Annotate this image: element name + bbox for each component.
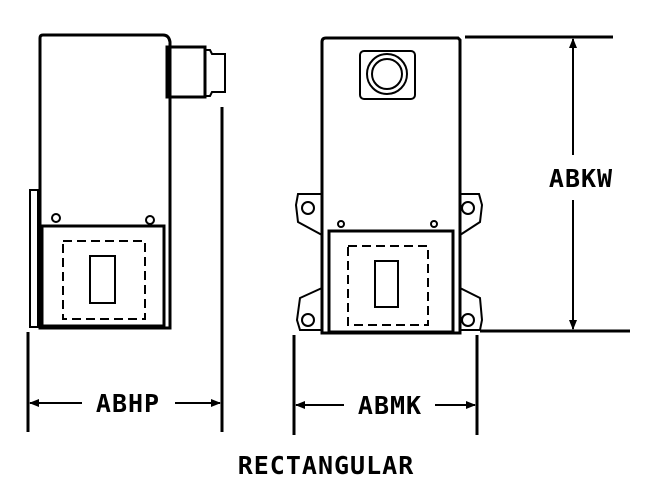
dimension-label-abhp: ABHP [96,389,160,418]
dimension-abkw: ABKW [465,35,630,333]
dimension-label-abmk: ABMK [358,391,422,420]
side-view-unit [29,33,226,330]
dimension-abmk: ABMK [292,335,479,435]
dimension-label-abkw: ABKW [549,164,613,193]
caption: RECTANGULAR [238,451,415,480]
front-view-unit [294,36,484,335]
dimension-abhp: ABHP [26,107,224,432]
